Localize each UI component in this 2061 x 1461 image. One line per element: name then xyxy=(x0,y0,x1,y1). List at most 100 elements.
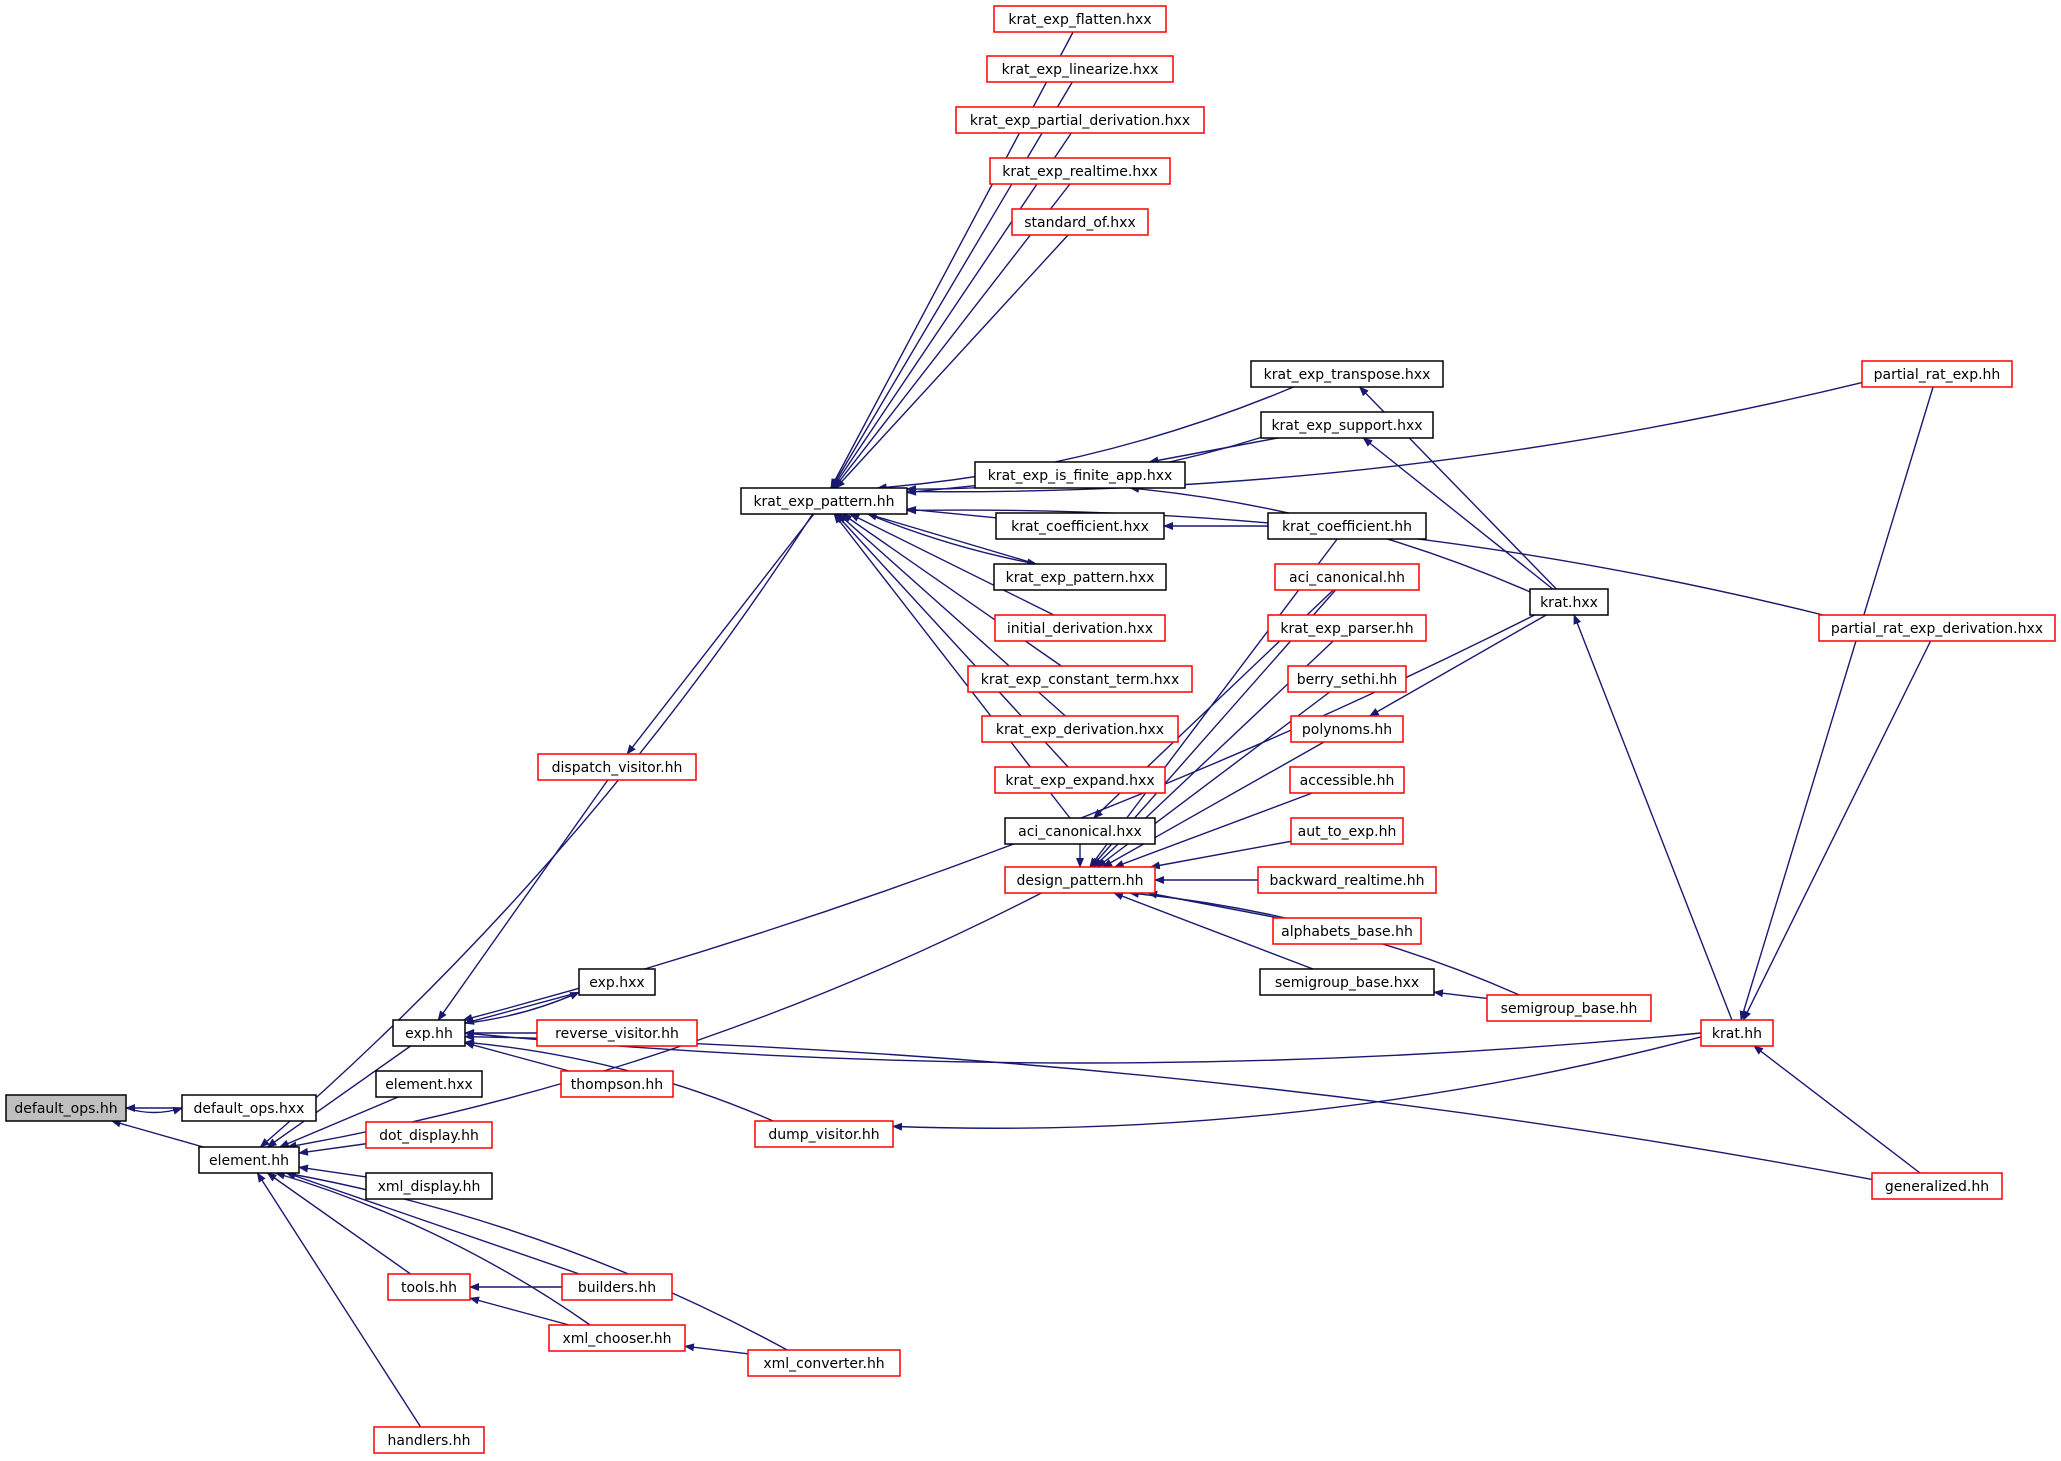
node-aci-canonical-hh[interactable]: aci_canonical.hh xyxy=(1274,563,1420,591)
node-label: thompson.hh xyxy=(571,1077,663,1093)
node-label: element.hxx xyxy=(385,1077,473,1093)
edge-default_ops_hh-to-default_ops_hxx xyxy=(125,1106,183,1115)
node-krat-exp-support-hxx[interactable]: krat_exp_support.hxx xyxy=(1260,411,1434,439)
node-generalized-hh[interactable]: generalized.hh xyxy=(1871,1172,2003,1200)
node-label: krat_exp_support.hxx xyxy=(1271,418,1422,434)
node-box xyxy=(974,461,1186,489)
edge-exp_hh-to-element_hh xyxy=(266,1045,411,1148)
node-label: krat_exp_transpose.hxx xyxy=(1264,367,1431,383)
node-partial-rat-exp-hh[interactable]: partial_rat_exp.hh xyxy=(1861,360,2013,388)
node-berry-sethi-hh[interactable]: berry_sethi.hh xyxy=(1287,665,1407,693)
node-label: krat_exp_realtime.hxx xyxy=(1002,164,1158,180)
node-krat-exp-partial-derivation-hxx[interactable]: krat_exp_partial_derivation.hxx xyxy=(955,106,1205,134)
edge-initial_derivation_hxx-to-krat_exp_pattern_hh xyxy=(849,513,1055,616)
node-label: standard_of.hxx xyxy=(1024,215,1135,231)
node-box xyxy=(967,665,1193,693)
node-krat-exp-parser-hh[interactable]: krat_exp_parser.hh xyxy=(1267,614,1427,642)
node-box xyxy=(373,1426,485,1454)
node-builders-hh[interactable]: builders.hh xyxy=(561,1273,673,1301)
node-box xyxy=(578,968,656,996)
node-box xyxy=(5,1094,127,1122)
node-alphabets-base-hh[interactable]: alphabets_base.hh xyxy=(1272,917,1422,945)
node-box xyxy=(754,1120,894,1148)
node-label: handlers.hh xyxy=(388,1433,471,1449)
edge-krat_hxx-to-krat_exp_support_hxx xyxy=(1362,437,1554,590)
node-box xyxy=(1004,817,1156,845)
node-label: dispatch_visitor.hh xyxy=(552,760,683,776)
node-box xyxy=(1259,968,1435,996)
node-krat-exp-linearize-hxx[interactable]: krat_exp_linearize.hxx xyxy=(986,55,1174,83)
node-xml-display-hh[interactable]: xml_display.hh xyxy=(365,1172,493,1200)
node-aut-to-exp-hh[interactable]: aut_to_exp.hh xyxy=(1290,817,1404,845)
node-krat-exp-transpose-hxx[interactable]: krat_exp_transpose.hxx xyxy=(1250,360,1444,388)
node-dot-display-hh[interactable]: dot_display.hh xyxy=(365,1121,493,1149)
node-box xyxy=(1260,411,1434,439)
node-thompson-hh[interactable]: thompson.hh xyxy=(560,1070,674,1098)
node-exp-hh[interactable]: exp.hh xyxy=(392,1019,466,1047)
edge-xml_converter_hh-to-element_hh xyxy=(284,1170,788,1351)
node-krat-exp-realtime-hxx[interactable]: krat_exp_realtime.hxx xyxy=(989,157,1171,185)
node-handlers-hh[interactable]: handlers.hh xyxy=(373,1426,485,1454)
node-krat-exp-derivation-hxx[interactable]: krat_exp_derivation.hxx xyxy=(981,715,1179,743)
edge-krat_hh-to-exp_hh xyxy=(464,1029,1702,1064)
node-krat-hxx[interactable]: krat.hxx xyxy=(1529,588,1609,616)
edge-polynoms_hh-to-design_pattern_hh xyxy=(1102,741,1325,868)
node-label: alphabets_base.hh xyxy=(1281,924,1413,940)
edge-exp_hh-to-exp_hxx xyxy=(464,991,580,1024)
node-element-hxx[interactable]: element.hxx xyxy=(375,1070,483,1098)
node-krat-exp-pattern-hh[interactable]: krat_exp_pattern.hh xyxy=(740,487,908,515)
node-polynoms-hh[interactable]: polynoms.hh xyxy=(1290,715,1404,743)
node-box xyxy=(995,512,1165,540)
node-krat-coefficient-hxx[interactable]: krat_coefficient.hxx xyxy=(995,512,1165,540)
node-box xyxy=(365,1172,493,1200)
node-krat-exp-is-finite-app-hxx[interactable]: krat_exp_is_finite_app.hxx xyxy=(974,461,1186,489)
node-label: aut_to_exp.hh xyxy=(1298,824,1397,840)
edge-krat_hh-to-dump_visitor_hh xyxy=(892,1036,1702,1131)
node-partial-rat-exp-derivation-hxx[interactable]: partial_rat_exp_derivation.hxx xyxy=(1818,614,2056,642)
edge-krat_exp_transpose_hxx-to-krat_exp_pattern_hh xyxy=(876,386,1294,492)
node-krat-exp-expand-hxx[interactable]: krat_exp_expand.hxx xyxy=(994,766,1166,794)
edge-alphabets_base_hh-to-design_pattern_hh xyxy=(1147,890,1280,919)
node-semigroup-base-hxx[interactable]: semigroup_base.hxx xyxy=(1259,968,1435,996)
node-standard-of-hxx[interactable]: standard_of.hxx xyxy=(1011,208,1149,236)
node-krat-exp-pattern-hxx[interactable]: krat_exp_pattern.hxx xyxy=(993,563,1167,591)
node-box xyxy=(993,5,1167,33)
node-reverse-visitor-hh[interactable]: reverse_visitor.hh xyxy=(536,1019,698,1047)
node-label: element.hh xyxy=(209,1153,289,1169)
node-xml-chooser-hh[interactable]: xml_chooser.hh xyxy=(548,1324,686,1352)
node-label: partial_rat_exp_derivation.hxx xyxy=(1831,621,2043,637)
node-element-hh[interactable]: element.hh xyxy=(198,1146,300,1174)
node-backward-realtime-hh[interactable]: backward_realtime.hh xyxy=(1257,866,1437,894)
node-box xyxy=(1290,817,1404,845)
node-xml-converter-hh[interactable]: xml_converter.hh xyxy=(747,1349,901,1377)
node-dump-visitor-hh[interactable]: dump_visitor.hh xyxy=(754,1120,894,1148)
edge-semigroup_base_hh-to-semigroup_base_hxx xyxy=(1433,989,1488,1000)
node-default-ops-hh[interactable]: default_ops.hh xyxy=(5,1094,127,1122)
node-accessible-hh[interactable]: accessible.hh xyxy=(1289,766,1405,794)
edge-dot_display_hh-to-element_hh xyxy=(298,1143,367,1156)
node-default-ops-hxx[interactable]: default_ops.hxx xyxy=(181,1094,317,1122)
node-box xyxy=(375,1070,483,1098)
edge-partial_rat_exp_hh-to-krat_exp_pattern_hh xyxy=(906,381,1863,496)
node-box xyxy=(1700,1019,1774,1047)
node-tools-hh[interactable]: tools.hh xyxy=(387,1273,471,1301)
node-box xyxy=(561,1273,673,1301)
node-label: design_pattern.hh xyxy=(1016,873,1143,889)
node-krat-exp-constant-term-hxx[interactable]: krat_exp_constant_term.hxx xyxy=(967,665,1193,693)
node-krat-exp-flatten-hxx[interactable]: krat_exp_flatten.hxx xyxy=(993,5,1167,33)
edge-semigroup_base_hxx-to-design_pattern_hh xyxy=(1113,892,1314,970)
node-krat-coefficient-hh[interactable]: krat_coefficient.hh xyxy=(1267,512,1427,540)
node-label: xml_display.hh xyxy=(378,1179,481,1195)
node-design-pattern-hh[interactable]: design_pattern.hh xyxy=(1004,866,1156,894)
node-exp-hxx[interactable]: exp.hxx xyxy=(578,968,656,996)
node-box xyxy=(181,1094,317,1122)
node-semigroup-base-hh[interactable]: semigroup_base.hh xyxy=(1486,994,1652,1022)
node-krat-hh[interactable]: krat.hh xyxy=(1700,1019,1774,1047)
node-box xyxy=(1861,360,2013,388)
edge-krat_exp_pattern_hxx-to-krat_exp_pattern_hh xyxy=(866,512,1037,565)
node-dispatch-visitor-hh[interactable]: dispatch_visitor.hh xyxy=(537,753,697,781)
node-initial-derivation-hxx[interactable]: initial_derivation.hxx xyxy=(994,614,1166,642)
node-box xyxy=(994,766,1166,794)
edge-xml_converter_hh-to-xml_chooser_hh xyxy=(684,1343,749,1355)
node-aci-canonical-hxx[interactable]: aci_canonical.hxx xyxy=(1004,817,1156,845)
